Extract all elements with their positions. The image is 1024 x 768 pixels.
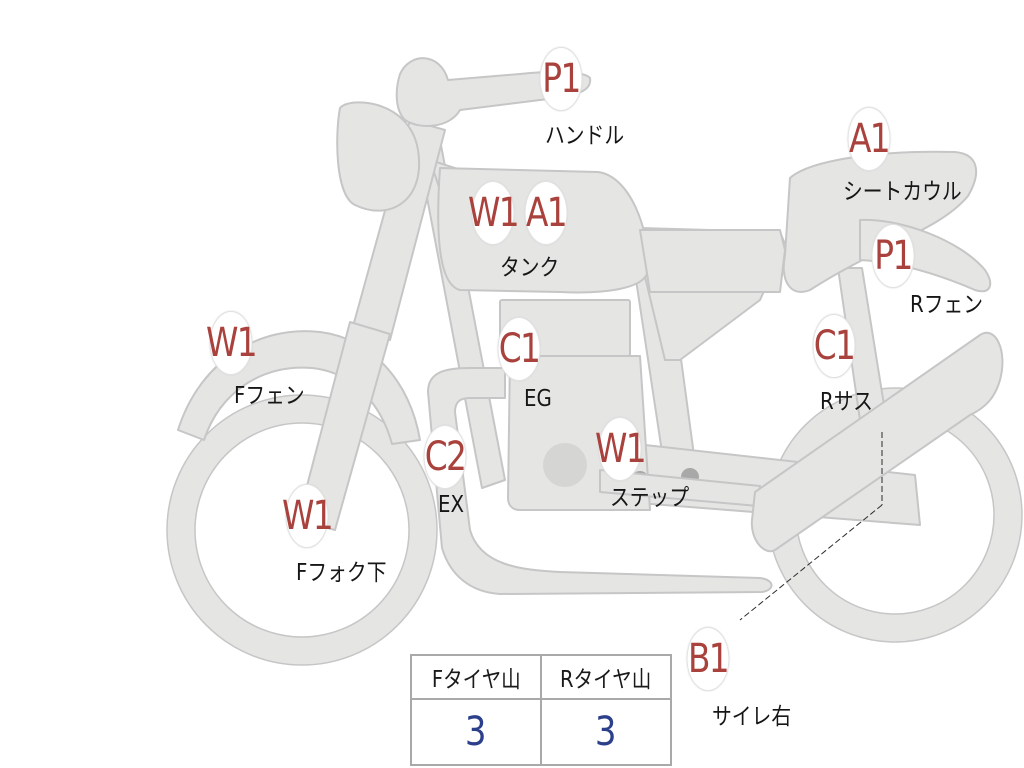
front-wheel-outline-inner <box>194 422 410 638</box>
engine-cover <box>543 443 587 487</box>
seat-cowl-marker: A1 <box>847 107 891 171</box>
front-fork-upper <box>351 119 446 341</box>
side-panel <box>639 229 786 293</box>
rear-tire-tread-header: Rタイヤ山 <box>540 654 672 700</box>
tank-marker-1: W1 <box>468 181 520 245</box>
front-fender-label: Fフェン <box>234 383 305 409</box>
leader-line-diagonal <box>739 504 883 621</box>
exhaust-pipe <box>427 367 773 595</box>
headlight <box>336 101 421 212</box>
front-wheel <box>167 395 437 665</box>
front-tire-tread-header: Fタイヤ山 <box>410 654 542 700</box>
rear-fender-marker: P1 <box>871 224 915 288</box>
muffler-right-marker: B1 <box>686 627 730 691</box>
exhaust-label: EX <box>438 492 465 518</box>
fork-lower-label: Fフォク下 <box>296 560 387 586</box>
tank-marker-2: A1 <box>524 181 568 245</box>
exhaust-marker: C2 <box>423 425 467 489</box>
rear-fender-label: Rフェン <box>910 292 984 318</box>
tank-label: タンク <box>500 255 560 281</box>
engine-label: EG <box>524 386 552 412</box>
step-marker: W1 <box>595 417 647 481</box>
rear-suspension-label: Rサス <box>820 389 873 415</box>
engine-marker: C1 <box>497 317 541 381</box>
front-wheel-outline-outer <box>166 394 438 666</box>
front-fender-marker: W1 <box>206 311 258 375</box>
seat-cowl-label: シートカウル <box>843 179 962 205</box>
tread-value-row: 3 3 <box>410 698 672 766</box>
tread-header-row: Fタイヤ山 Rタイヤ山 <box>410 654 672 700</box>
front-fork-lower <box>297 321 391 531</box>
handlebar-marker: P1 <box>539 47 583 111</box>
tire-tread-table: Fタイヤ山 Rタイヤ山 3 3 <box>410 654 672 766</box>
front-tire-tread-value: 3 <box>410 698 542 766</box>
step-label: ステップ <box>610 485 690 511</box>
fork-lower-marker: W1 <box>282 484 334 548</box>
rear-tire-tread-value: 3 <box>540 698 672 766</box>
muffler-right-label: サイレ右 <box>712 704 792 730</box>
handlebar-label: ハンドル <box>545 123 625 149</box>
muffler <box>750 331 1004 553</box>
rear-suspension-marker: C1 <box>812 314 856 378</box>
